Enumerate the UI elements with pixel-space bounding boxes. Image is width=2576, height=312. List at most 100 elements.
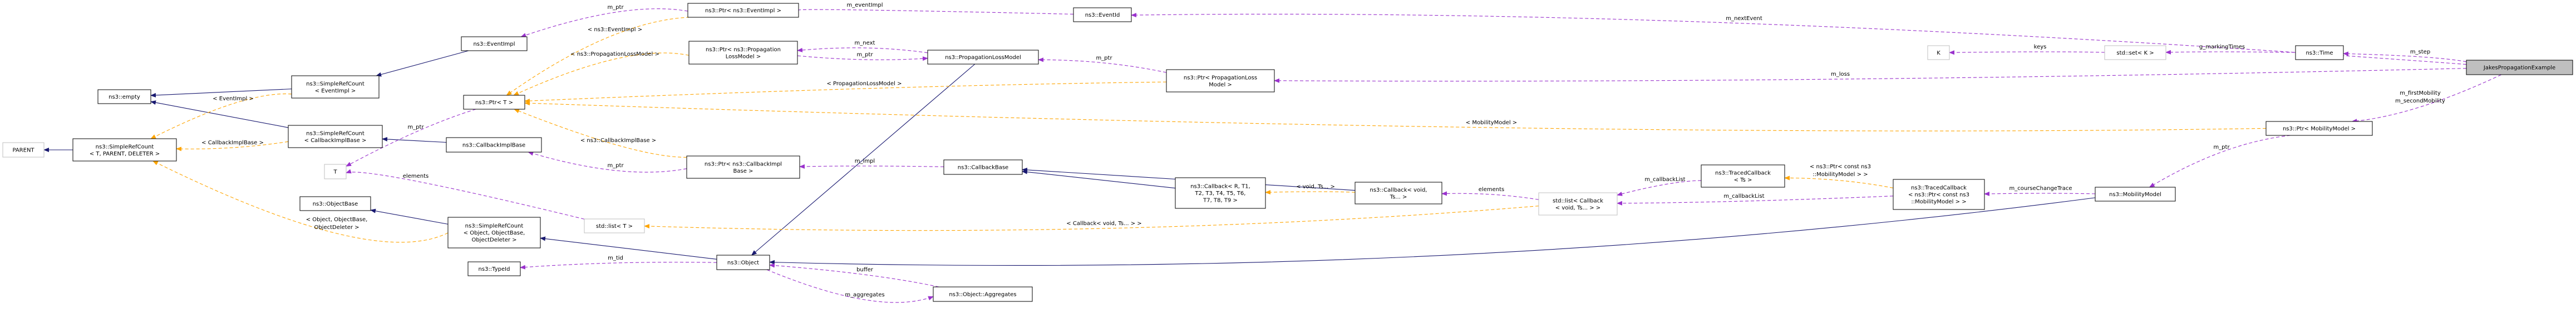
- template-instance-edge: [506, 17, 707, 96]
- template-instance-edge: [176, 141, 289, 152]
- class-node-label: T: [333, 169, 337, 176]
- member-edge: [799, 164, 944, 169]
- inheritance-edge: [150, 89, 292, 98]
- class-node-label: T7, T8, T9 >: [1203, 198, 1238, 204]
- class-node-label: ns3::Ptr< PropagationLoss: [1184, 75, 1257, 81]
- class-node-time[interactable]: ns3::Time: [2295, 45, 2344, 60]
- class-node-t[interactable]: T: [324, 164, 347, 179]
- class-node-callbackbase[interactable]: ns3::CallbackBase: [943, 159, 1023, 175]
- class-node-label: LossModel >: [726, 53, 761, 60]
- class-node-label: Ts... >: [1390, 194, 1407, 200]
- edge-label: m_ptr: [1096, 55, 1112, 61]
- class-node-src-cbib[interactable]: ns3::SimpleRefCount< CallbackImplBase >: [288, 125, 383, 148]
- class-node-label: ns3::PropagationLossModel: [945, 55, 1021, 61]
- member-edge: [793, 6, 1074, 15]
- class-node-cbib[interactable]: ns3::CallbackImplBase: [446, 137, 542, 153]
- class-node-ptr-t[interactable]: ns3::Ptr< T >: [463, 95, 525, 110]
- class-node-eventid[interactable]: ns3::EventId: [1073, 7, 1132, 22]
- edges-layer: [43, 6, 2502, 303]
- class-node-box: [72, 138, 177, 162]
- member-edge: [520, 262, 717, 270]
- template-instance-edge: [514, 109, 687, 158]
- edge-label: < CallbackImplBase >: [201, 140, 264, 146]
- class-node-box: [2295, 45, 2344, 60]
- class-node-src-tpd[interactable]: ns3::SimpleRefCount< T, PARENT, DELETER …: [72, 138, 177, 162]
- class-node-src-eventimpl[interactable]: ns3::SimpleRefCount< EventImpl >: [291, 75, 380, 99]
- class-node-label: ns3::SimpleRefCount: [306, 130, 365, 136]
- class-node-callback-void[interactable]: ns3::Callback< void,Ts... >: [1355, 182, 1442, 204]
- member-edge: [2149, 135, 2291, 188]
- class-node-ptr-plm[interactable]: ns3::Ptr< PropagationLossModel >: [1166, 69, 1275, 92]
- class-node-k[interactable]: K: [1927, 45, 1950, 60]
- class-node-box: [461, 36, 528, 51]
- class-node-jakes[interactable]: JakesPropagationExample: [2466, 60, 2573, 75]
- inheritance-edge: [769, 197, 2096, 266]
- class-node-box: [2466, 60, 2573, 75]
- class-node-label: ::MobilityModel > >: [1911, 199, 1966, 205]
- edge-label: m_tid: [608, 255, 623, 261]
- class-node-box: [716, 255, 770, 270]
- class-node-callback-r[interactable]: ns3::Callback< R, T1,T2, T3, T4, T5, T6,…: [1175, 177, 1266, 209]
- class-node-objectbase[interactable]: ns3::ObjectBase: [299, 196, 371, 211]
- edge-label: < MobilityModel >: [1466, 120, 1517, 126]
- edge-label: < Callback< void, Ts... > >: [1066, 221, 1141, 227]
- edge-label: elements: [403, 173, 428, 179]
- class-node-ptr-cbib[interactable]: ns3::Ptr< ns3::CallbackImplBase >: [686, 155, 800, 179]
- inheritance-edge: [150, 100, 289, 128]
- edge-label: < ns3::EventImpl >: [588, 27, 642, 33]
- class-node-box: [927, 50, 1039, 65]
- class-node-traced-ptr[interactable]: ns3::TracedCallback< ns3::Ptr< const ns3…: [1893, 179, 1985, 210]
- class-node-label: ns3::Object: [727, 260, 759, 266]
- member-edge: [1984, 191, 2096, 196]
- member-edge: [2351, 74, 2502, 124]
- class-node-traced-ts[interactable]: ns3::TracedCallback< Ts >: [1701, 164, 1785, 188]
- inheritance-edge: [376, 50, 469, 77]
- class-node-box: [943, 159, 1023, 175]
- class-node-label: ns3::SimpleRefCount: [465, 223, 524, 230]
- class-node-set-k[interactable]: std::set< K >: [2104, 45, 2166, 60]
- class-node-label: < EventImpl >: [315, 88, 356, 94]
- member-edge: [766, 269, 934, 303]
- edge-label: m_firstMobility: [2400, 90, 2441, 96]
- class-node-box: [299, 196, 371, 211]
- class-node-ptr-ns3plm[interactable]: ns3::Ptr< ns3::PropagationLossModel >: [688, 41, 798, 65]
- edge-label: buffer: [856, 267, 874, 273]
- template-instance-edge: [513, 52, 689, 96]
- template-instance-edge: [524, 101, 2267, 131]
- member-edge: [528, 151, 687, 173]
- class-node-label: ns3::Callback< R, T1,: [1190, 184, 1250, 190]
- edge-label: ::MobilityModel > >: [1812, 172, 1868, 178]
- class-node-label: std::set< K >: [2116, 50, 2154, 56]
- class-node-list-t[interactable]: std::list< T >: [584, 218, 645, 233]
- inheritance-edge: [1022, 169, 1176, 189]
- class-node-label: < ns3::Ptr< const ns3: [1908, 192, 1969, 198]
- inheritance-edge: [751, 64, 976, 256]
- member-edge: [797, 47, 928, 53]
- class-node-box: [584, 218, 645, 233]
- class-node-box: [2095, 187, 2176, 202]
- class-node-ptr-eventimpl[interactable]: ns3::Ptr< ns3::EventImpl >: [687, 3, 799, 18]
- class-node-eventimpl[interactable]: ns3::EventImpl: [461, 36, 528, 51]
- edge-label: m_secondMobility: [2395, 98, 2445, 104]
- edge-labels-layer: < EventImpl >< CallbackImplBase >< Objec…: [201, 2, 2445, 298]
- inheritance-edge: [540, 236, 717, 260]
- edge-label: m_callbackList: [1644, 177, 1685, 183]
- class-node-label: ns3::Ptr< MobilityModel >: [2283, 126, 2356, 132]
- class-node-typeid[interactable]: ns3::TypeId: [467, 261, 521, 276]
- class-node-parent[interactable]: PARENT: [2, 142, 45, 158]
- class-node-list-cb[interactable]: std::list< Callback< void, Ts... > >: [1538, 192, 1618, 216]
- class-node-ptr-mm[interactable]: ns3::Ptr< MobilityModel >: [2265, 121, 2373, 136]
- class-node-label: Model >: [1209, 82, 1232, 88]
- member-edge: [1131, 13, 2467, 65]
- class-node-label: K: [1937, 50, 1940, 56]
- class-node-object[interactable]: ns3::Object: [716, 255, 770, 270]
- class-node-aggregates[interactable]: ns3::Object::Aggregates: [933, 286, 1033, 302]
- class-node-plm[interactable]: ns3::PropagationLossModel: [927, 50, 1039, 65]
- class-node-box: [1893, 179, 1985, 210]
- class-node-mm[interactable]: ns3::MobilityModel: [2095, 187, 2176, 202]
- class-node-empty[interactable]: ns3::empty: [97, 89, 151, 104]
- edge-label: m_loss: [1831, 71, 1850, 77]
- class-node-src-object[interactable]: ns3::SimpleRefCount< Object, ObjectBase,…: [447, 217, 541, 248]
- class-node-label: T2, T3, T4, T5, T6,: [1195, 191, 1246, 197]
- edge-label: < PropagationLossModel >: [826, 81, 902, 87]
